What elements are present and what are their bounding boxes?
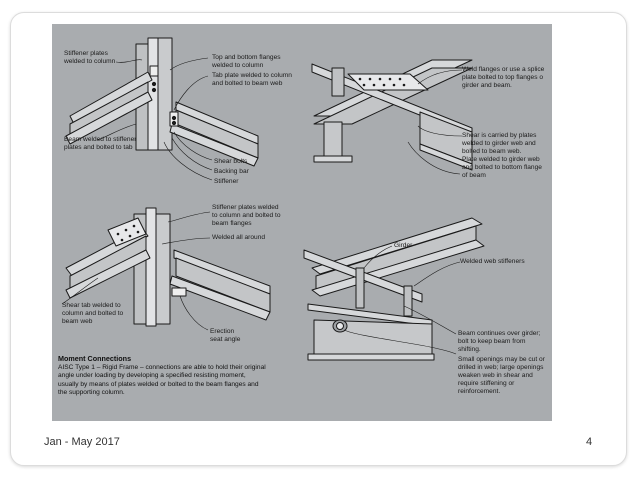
drawing-beam-to-column-welded bbox=[65, 37, 259, 167]
label-shear-carried: Shear is carried by plates welded to gir… bbox=[462, 132, 542, 179]
label-girder: Girder bbox=[394, 242, 413, 249]
moment-connections-title: Moment Connections bbox=[58, 354, 132, 363]
label-shear-bolts: Shear bolts bbox=[214, 158, 248, 165]
label-weld-flanges: Weld flanges or use a splice plate bolte… bbox=[462, 66, 545, 89]
label-welded-web-stiffeners: Welded web stiffeners bbox=[460, 258, 525, 265]
label-small-openings: Small openings may be cut or drilled in … bbox=[458, 356, 545, 395]
connection-drawings bbox=[61, 37, 485, 361]
label-stiffener-plates-welded: Stiffener plates welded to column and bo… bbox=[212, 204, 281, 227]
moment-connections-body: AISC Type 1 – Rigid Frame – connections … bbox=[58, 364, 266, 397]
label-beam-continues: Beam continues over girder; bolt to keep… bbox=[458, 330, 541, 353]
label-top-bottom-flanges: Top and bottom flanges welded to column bbox=[212, 54, 281, 69]
label-tab-plate: Tab plate welded to column and bolted to… bbox=[212, 72, 292, 87]
footer-date: Jan - May 2017 bbox=[44, 436, 120, 448]
drawing-beam-to-girder-plan bbox=[311, 59, 473, 171]
drawing-beam-to-column-bolted bbox=[65, 207, 271, 327]
page-number: 4 bbox=[586, 436, 593, 448]
label-welded-all-around: Welded all around bbox=[212, 234, 266, 241]
label-shear-tab: Shear tab welded to column and bolted to… bbox=[62, 302, 124, 325]
label-beam-welded: Beam welded to stiffener plates and bolt… bbox=[64, 136, 137, 151]
label-stiffener-plates: Stiffener plates welded to column bbox=[64, 50, 116, 65]
label-stiffener: Stiffener bbox=[214, 178, 239, 185]
drawing-beam-over-girder bbox=[303, 217, 485, 361]
label-backing-bar: Backing bar bbox=[214, 168, 249, 175]
structural-connections-figure: Stiffener plates welded to column Top an… bbox=[52, 24, 552, 421]
label-erection-seat: Erection seat angle bbox=[210, 328, 241, 343]
